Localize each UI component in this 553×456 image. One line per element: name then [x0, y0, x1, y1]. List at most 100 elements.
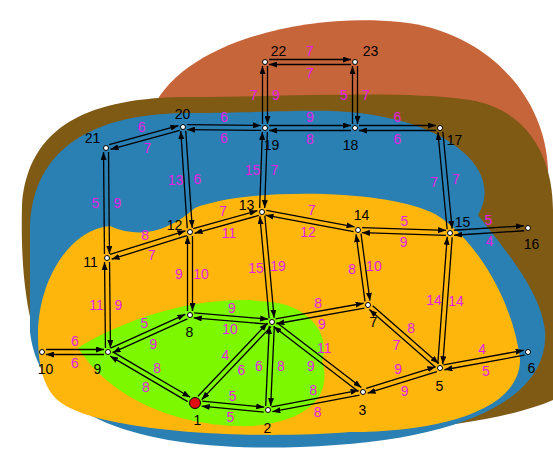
edge-weight: 6 [138, 119, 146, 135]
edge-weight: 8 [277, 358, 285, 374]
vertex-number: 19 [264, 137, 280, 153]
vertex-number: 10 [38, 361, 54, 377]
edge-weight: 19 [270, 258, 286, 274]
edge-weight: 10 [222, 321, 238, 337]
graph-vertex: 9 [105, 349, 111, 355]
graph-vertex: 14 [355, 227, 361, 233]
directed-arc [357, 66, 358, 124]
edge-weight: 5 [229, 388, 237, 404]
edge-weight: 8 [314, 295, 322, 311]
graph-vertex [269, 319, 275, 325]
graph-vertex: 17 [437, 125, 443, 131]
edge-weight: 6 [220, 109, 228, 125]
edge-weight: 7 [148, 247, 156, 263]
edge-weight: 9 [307, 358, 315, 374]
vertex-number: 17 [447, 132, 463, 148]
edge-weight: 7 [393, 337, 401, 353]
edge-weight: 8 [153, 360, 161, 376]
edge-weight: 7 [271, 162, 279, 178]
directed-arc [111, 314, 186, 348]
edge-weight: 7 [219, 203, 227, 219]
graph-vertex: 18 [352, 125, 358, 131]
directed-arc [271, 326, 275, 406]
graph-vertex: 3 [360, 389, 366, 395]
edge-weight: 9 [394, 361, 402, 377]
edge-weight: 12 [300, 224, 316, 240]
vertex-number: 9 [94, 361, 102, 377]
edge-weight: 14 [426, 292, 442, 308]
edge-weight: 5 [92, 195, 100, 211]
directed-arc [109, 262, 111, 348]
graph-vertex: 7 [365, 302, 371, 308]
vertex-number: 3 [359, 402, 367, 418]
edge-weight: 6 [394, 131, 402, 147]
edge-weight: 9 [401, 383, 409, 399]
directed-arc [369, 310, 435, 368]
graph-vertex: 21 [103, 145, 109, 151]
edge-weight: 9 [306, 109, 314, 125]
directed-arc [262, 66, 263, 124]
vertex-number: 18 [343, 137, 359, 153]
directed-arc [113, 319, 188, 353]
edge-weight: 4 [222, 347, 230, 363]
edge-weight: 5 [484, 212, 492, 228]
vertex-number: 11 [83, 254, 98, 270]
graph-vertex: 22 [262, 59, 268, 65]
directed-arc [46, 354, 104, 355]
vertex-number: 2 [264, 420, 272, 436]
edge-weight: 8 [306, 131, 314, 147]
directed-arc [269, 59, 351, 60]
directed-arc [352, 66, 353, 124]
edge-weight: 8 [142, 379, 150, 395]
graph-vertex: 12 [187, 229, 193, 235]
vertex-number: 23 [363, 43, 379, 59]
vertex-number: 22 [271, 43, 287, 59]
directed-arc [110, 356, 188, 401]
graph-vertex: 23 [352, 59, 358, 65]
vertex-number: 21 [85, 130, 101, 146]
directed-arc [269, 130, 351, 131]
directed-arc [113, 352, 191, 397]
edge-weight: 6 [255, 358, 263, 374]
edge-weight: 6 [71, 355, 79, 371]
directed-arc [438, 132, 447, 229]
edge-weight: 13 [168, 172, 184, 188]
directed-arc [269, 64, 351, 65]
vertex-number: 1 [194, 412, 202, 428]
directed-arc [108, 152, 110, 254]
edge-weight: 5 [227, 409, 235, 425]
edge-weight: 5 [400, 213, 408, 229]
edge-weight: 8 [314, 404, 322, 420]
graph-vertex: 8 [187, 312, 193, 318]
vertex-number: 6 [528, 360, 536, 376]
edge-weight: 7 [143, 140, 151, 156]
graph-vertex: 10 [39, 349, 45, 355]
edge-weight: 7 [306, 65, 314, 81]
vertex-number: 7 [370, 314, 378, 330]
graph-vertex: 1 [189, 397, 201, 409]
graph-vertex: 20 [180, 124, 186, 130]
vertex-number: 16 [524, 236, 540, 252]
directed-arc [103, 152, 105, 254]
edge-weight: 5 [482, 363, 490, 379]
edge-weight: 15 [245, 162, 261, 178]
green-region [78, 300, 325, 426]
edge-weight: 6 [238, 362, 246, 378]
graph-vertex: 19 [262, 125, 268, 131]
directed-arc [359, 130, 436, 131]
edge-weight: 9 [228, 300, 236, 316]
edge-weight: 10 [366, 258, 382, 274]
graph-vertex: 6 [525, 349, 531, 355]
edge-weight: 10 [193, 266, 209, 282]
graph-vertex: 2 [265, 407, 271, 413]
edge-weight: 8 [407, 320, 415, 336]
edge-weight: 7 [430, 174, 438, 190]
edge-weight: 7 [250, 87, 258, 103]
edge-weight: 6 [220, 130, 228, 146]
yellow-region [38, 194, 520, 435]
edge-weight: 7 [308, 202, 316, 218]
directed-arc [187, 236, 188, 311]
edge-weight: 8 [310, 382, 318, 398]
vertex-number: 8 [186, 324, 194, 340]
vertex-number: 12 [167, 217, 183, 233]
